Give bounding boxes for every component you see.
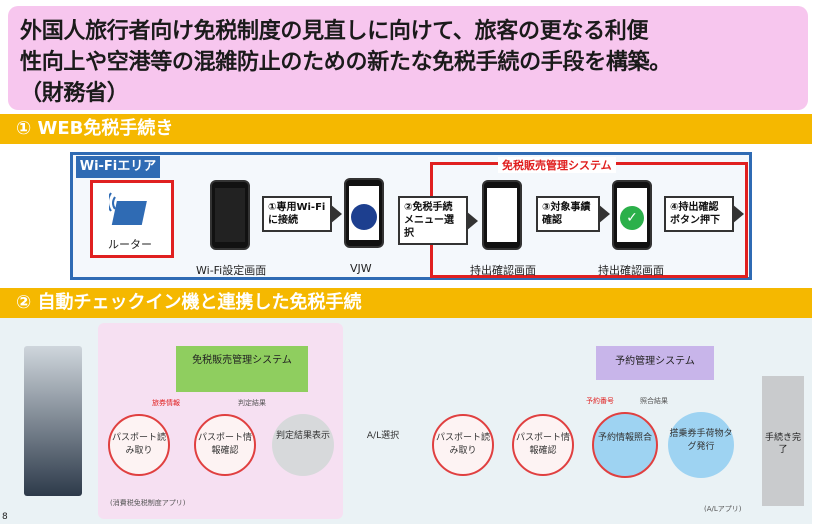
flow-step-9: 手続き完了: [762, 376, 804, 506]
flow-step-2: パスポート情報確認: [194, 414, 256, 476]
section2-heading: ② 自動チェックイン機と連携した免税手続: [0, 288, 812, 318]
title-line-2: 性向上や空港等の混雑防止のための新たな免税手続の手段を構築。: [20, 50, 672, 75]
page-number: 8: [2, 512, 8, 522]
router-icon: [109, 192, 147, 225]
wifi-area-tag: Wi-Fiエリア: [76, 156, 160, 178]
flow-step-3: 判定結果表示: [272, 414, 334, 476]
caption-vjw: VJW: [350, 262, 372, 275]
phone-confirm-1: [482, 180, 522, 250]
kiosk-image: [24, 346, 82, 496]
router-box: [90, 180, 174, 258]
flow-step-7: 予約情報照合: [592, 412, 658, 478]
label-app-left: (消費税免税制度アプリ): [110, 499, 186, 507]
title-line-3: （財務省）: [20, 81, 129, 106]
tax-system-box-2: 免税販売管理システム: [176, 346, 308, 392]
flow-step-8: 搭乗券手荷物タグ発行: [668, 412, 734, 478]
label-app-right: (A/Lアプリ): [704, 505, 742, 513]
label-passport-info: 旅券情報: [152, 399, 180, 407]
tax-system-title: 免税販売管理システム: [498, 157, 616, 173]
router-label: ルーター: [108, 238, 152, 251]
label-verify-result: 照合結果: [640, 397, 668, 405]
caption-confirm-1: 持出確認画面: [470, 264, 536, 277]
label-judgement: 判定結果: [238, 399, 266, 407]
label-reservation-no: 予約番号: [586, 397, 614, 405]
caption-wifi-settings: Wi-Fi設定画面: [196, 264, 267, 277]
title-line-1: 外国人旅行者向け免税制度の見直しに向けて、旅客の更なる利便: [20, 19, 649, 44]
step-4: ④持出確認ボタン押下: [664, 196, 744, 232]
step-2: ②免税手続メニュー選択: [398, 196, 478, 245]
caption-confirm-2: 持出確認画面: [598, 264, 664, 277]
flow-step-6: パスポート情報確認: [512, 414, 574, 476]
phone-wifi-settings: [210, 180, 250, 250]
flow-step-4: A/L選択: [366, 431, 400, 441]
flow-step-1: パスポート読み取り: [108, 414, 170, 476]
section1-heading: ① WEB免税手続き: [0, 114, 812, 144]
phone-vjw: [344, 178, 384, 248]
title-box: 外国人旅行者向け免税制度の見直しに向けて、旅客の更なる利便 性向上や空港等の混雑…: [8, 6, 808, 110]
phone-confirm-2: ✓: [612, 180, 652, 250]
step-3: ③対象事績確認: [536, 196, 610, 232]
step-1: ①専用Wi-Fiに接続: [262, 196, 342, 232]
reservation-system-box: 予約管理システム: [596, 346, 714, 380]
flow-step-5: パスポート読み取り: [432, 414, 494, 476]
